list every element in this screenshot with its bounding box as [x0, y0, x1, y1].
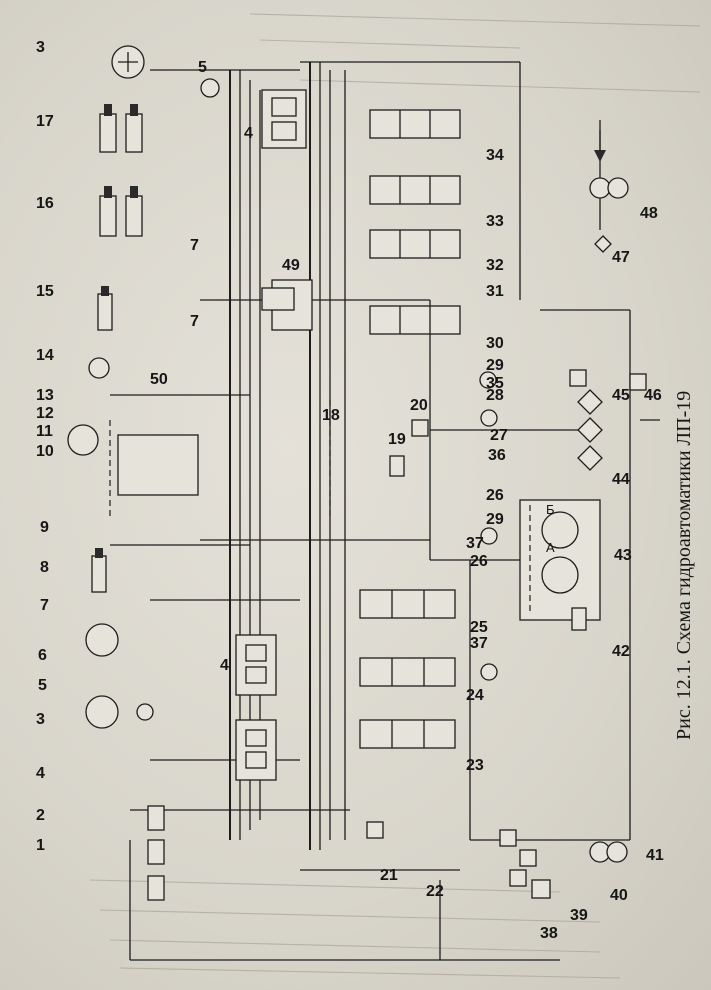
callout-18: 18 [322, 407, 340, 424]
callout-4: 4 [244, 125, 253, 142]
figure-caption: Рис. 12.1. Схема гидроавтоматики ЛП-19 [673, 391, 695, 740]
callout-35: 35 [486, 375, 504, 392]
callout-1: 1 [36, 837, 45, 854]
callout-24: 24 [466, 687, 484, 704]
callout-34: 34 [486, 147, 504, 164]
callout-29: 29 [486, 511, 504, 528]
callout-23: 23 [466, 757, 484, 774]
callout-15: 15 [36, 283, 54, 300]
callout-45: 45 [612, 387, 630, 404]
callout-30: 30 [486, 335, 504, 352]
callout-46: 46 [644, 387, 662, 404]
callout-31: 31 [486, 283, 504, 300]
callout-27: 27 [490, 427, 508, 444]
callout-26: 26 [486, 487, 504, 504]
callout-28: 28 [486, 387, 504, 404]
callout-6: 6 [38, 647, 47, 664]
callout-32: 32 [486, 257, 504, 274]
valve-label-b: Б [546, 502, 555, 517]
callout-44: 44 [612, 471, 630, 488]
callout-42: 42 [612, 643, 630, 660]
callout-22: 22 [426, 883, 444, 900]
callout-50: 50 [150, 371, 168, 388]
callout-7: 7 [190, 313, 199, 330]
spool-valves-lower [359, 589, 456, 749]
callout-40: 40 [610, 887, 628, 904]
callout-43: 43 [614, 547, 632, 564]
background-text-bleed [89, 13, 701, 979]
callout-5: 5 [198, 59, 207, 76]
callout-13: 13 [36, 387, 54, 404]
callout-3: 3 [36, 711, 45, 728]
callout-4: 4 [36, 765, 45, 782]
callout-16: 16 [36, 195, 54, 212]
callout-47: 47 [612, 249, 630, 266]
callout-37: 37 [470, 635, 488, 652]
pumps [67, 45, 220, 729]
callout-17: 17 [36, 113, 54, 130]
callout-20: 20 [410, 397, 428, 414]
callout-5: 5 [38, 677, 47, 694]
callout-10: 10 [36, 443, 54, 460]
callout-41: 41 [646, 847, 664, 864]
callout-2: 2 [36, 807, 45, 824]
callout-38: 38 [540, 925, 558, 942]
callout-7: 7 [40, 597, 49, 614]
callout-33: 33 [486, 213, 504, 230]
valve-blocks [117, 89, 313, 781]
callout-26: 26 [470, 553, 488, 570]
misc-components [261, 120, 647, 899]
callout-19: 19 [388, 431, 406, 448]
callout-39: 39 [570, 907, 588, 924]
callout-labels: 3 5 17 16 15 14 13 12 11 10 9 8 7 6 5 3 … [36, 39, 664, 942]
spool-valves-upper [369, 109, 461, 335]
callout-36: 36 [488, 447, 506, 464]
callout-37: 37 [466, 535, 484, 552]
callout-7: 7 [190, 237, 199, 254]
control-panel-42 [519, 499, 601, 631]
pipelines [109, 61, 660, 961]
hydraulic-cylinders [91, 104, 165, 901]
callout-21: 21 [380, 867, 398, 884]
callout-9: 9 [40, 519, 49, 536]
callout-12: 12 [36, 405, 54, 422]
callout-48: 48 [640, 205, 658, 222]
callout-25: 25 [470, 619, 488, 636]
callout-11: 11 [36, 423, 53, 440]
callout-49: 49 [282, 257, 300, 274]
callout-3: 3 [36, 39, 45, 56]
callout-14: 14 [36, 347, 54, 364]
callout-29: 29 [486, 357, 504, 374]
callout-4: 4 [220, 657, 229, 674]
callout-8: 8 [40, 559, 49, 576]
valve-label-a: А [546, 540, 555, 555]
